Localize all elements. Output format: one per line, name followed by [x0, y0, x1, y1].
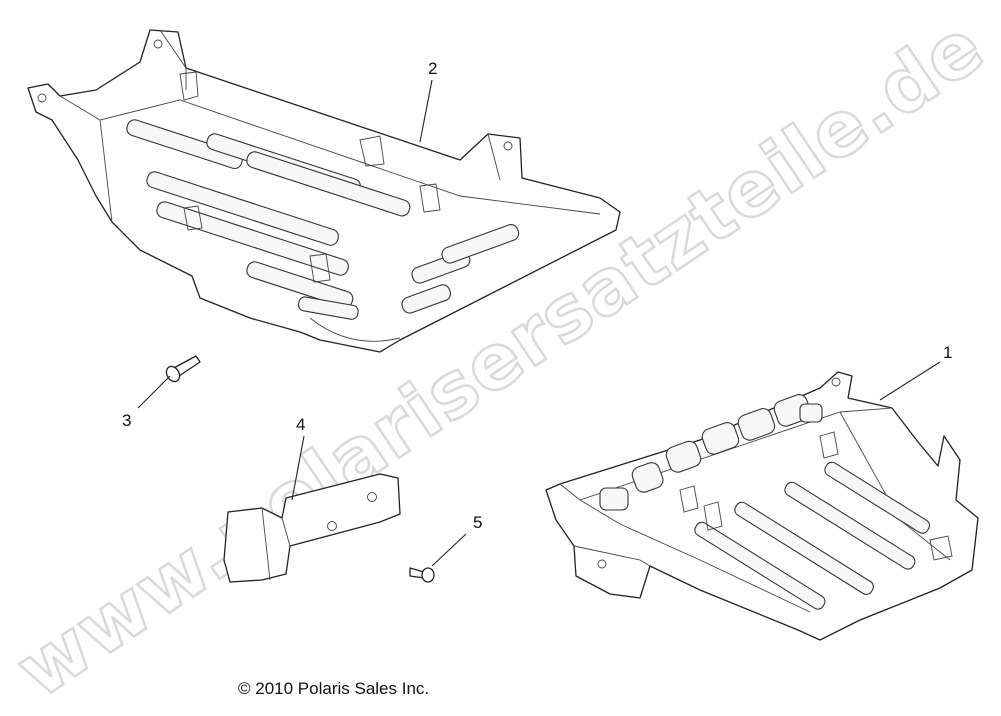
leader-line-4: [291, 435, 305, 501]
callout-1: 1: [943, 343, 952, 362]
leader-line-5: [431, 533, 467, 567]
side-bracket[interactable]: [223, 473, 401, 583]
leader-line-1: [879, 361, 941, 401]
callout-2: 2: [428, 59, 437, 78]
callout-5: 5: [473, 513, 482, 532]
callout-3: 3: [122, 411, 131, 430]
leader-line-2: [419, 79, 433, 143]
skid-plate-front[interactable]: [27, 29, 621, 353]
callout-4: 4: [296, 415, 305, 434]
leader-line-3: [137, 375, 171, 409]
bolt[interactable]: [164, 355, 201, 384]
copyright-notice: © 2010 Polaris Sales Inc.: [238, 679, 430, 698]
screw[interactable]: [409, 567, 435, 583]
skid-plate-rear[interactable]: [545, 371, 979, 641]
